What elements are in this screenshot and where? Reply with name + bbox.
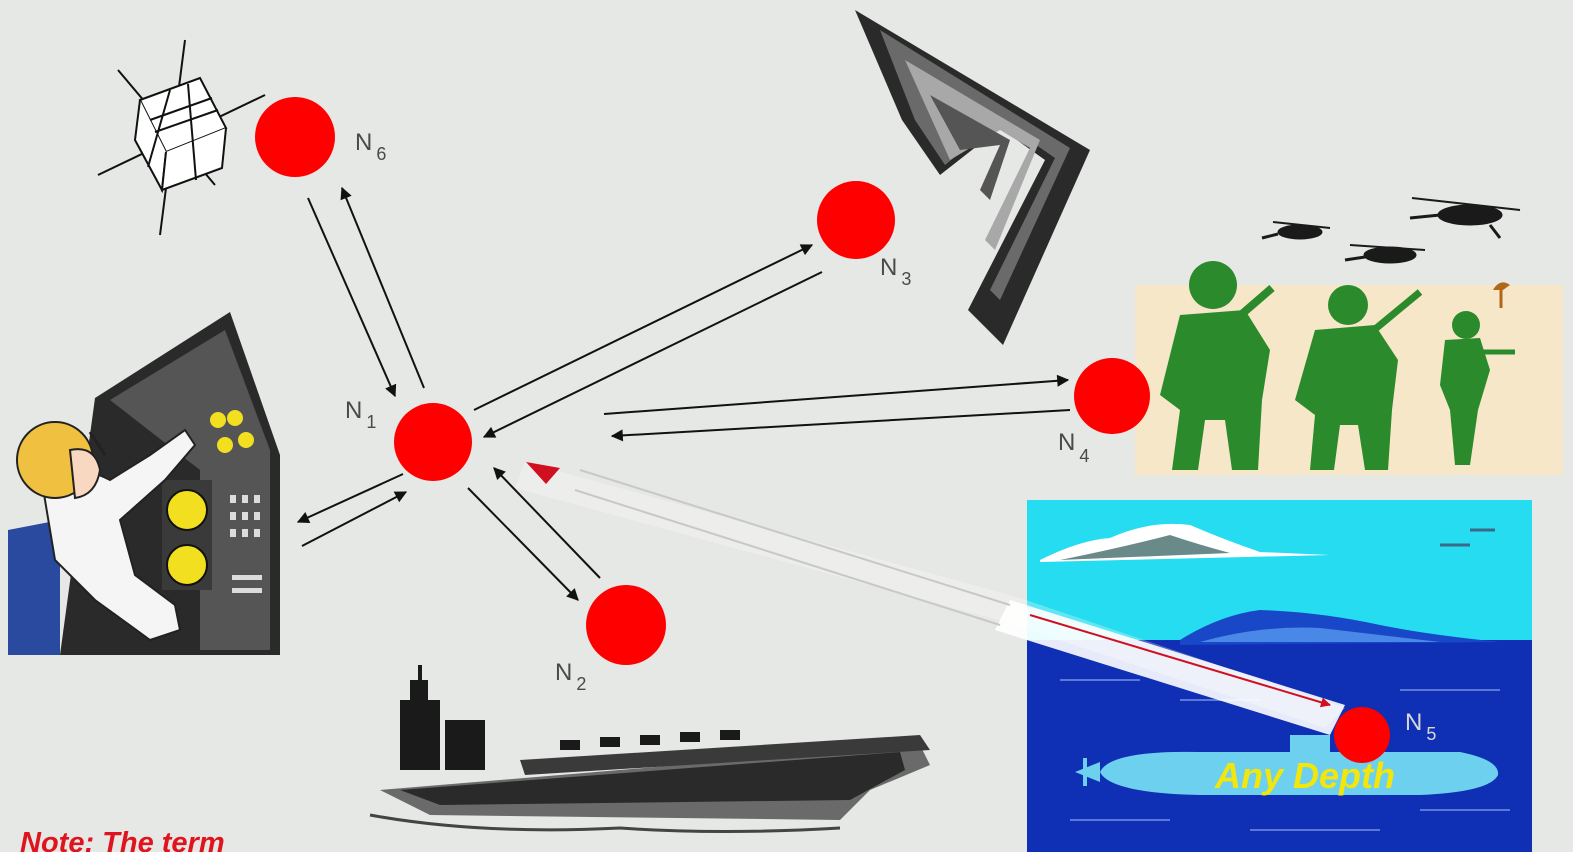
soldiers-icon: [1135, 261, 1563, 475]
helicopters-icon: [1261, 197, 1521, 264]
node-n3: [817, 181, 895, 259]
operator-console-icon: [8, 312, 280, 655]
link-n1-n6: [307, 186, 425, 398]
nodes: [255, 97, 1390, 763]
node-n5: [1334, 707, 1390, 763]
submarine-caption: Any Depth: [1214, 755, 1395, 796]
node-n1: [394, 403, 472, 481]
link-n1-console: [296, 473, 408, 547]
node-n6: [255, 97, 335, 177]
link-n1-n3: [473, 244, 823, 438]
submarine-scene-icon: [1027, 500, 1532, 852]
node-n2: [586, 585, 666, 665]
satellite-icon: [97, 39, 266, 236]
aircraft-carrier-icon: [369, 665, 930, 833]
node-n4: [1074, 358, 1150, 434]
link-n1-n2: [467, 467, 601, 601]
link-n1-n5-beam: [515, 462, 1345, 735]
stealth-bomber-icon: [855, 10, 1090, 345]
link-n1-n4: [603, 374, 1071, 442]
note-text: Note: The term: [20, 827, 225, 852]
